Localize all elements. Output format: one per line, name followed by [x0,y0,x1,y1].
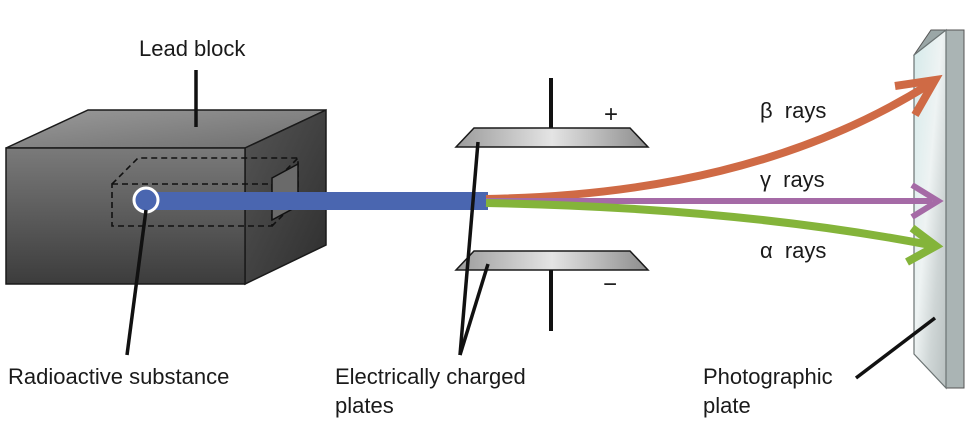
alpha-ray-arrowhead [905,224,944,266]
photo-plate-label-line2: plate [703,393,751,418]
beta-label-text: rays [785,98,827,123]
positive-plate [454,127,650,148]
beta-ray-label: β rays [760,98,826,123]
beta-ray-path [485,81,931,203]
charged-plates: + − [454,78,650,331]
alpha-symbol: α [760,238,773,263]
lead-block-front [5,147,246,285]
radiation-beam [146,192,488,210]
beta-symbol: β [760,98,773,123]
lead-block-label: Lead block [139,36,246,61]
beta-ray-arrowhead [894,74,943,117]
plus-sign: + [604,101,618,128]
gamma-ray-label: γ rays [760,167,825,192]
radioactive-substance-label: Radioactive substance [8,364,229,389]
deflected-rays [485,74,944,266]
photo-plate-leader [854,316,937,380]
charged-plates-label-line2: plates [335,393,394,418]
upper-plate-leader [458,141,480,356]
lower-plate-leader [458,263,490,356]
gamma-ray-arrowhead [910,182,944,220]
gamma-symbol: γ [760,167,771,192]
radioactive-substance-leader [125,209,148,356]
negative-plate [454,250,650,271]
photo-plate-label-line1: Photographic [703,364,833,389]
minus-sign: − [603,271,617,298]
alpha-ray-label: α rays [760,238,826,263]
gamma-label-text: rays [783,167,825,192]
charged-plates-label-line1: Electrically charged [335,364,526,389]
alpha-label-text: rays [785,238,827,263]
alpha-ray-path [485,199,931,249]
photo-plate-edge [945,29,965,389]
radioactive-source [132,186,160,214]
